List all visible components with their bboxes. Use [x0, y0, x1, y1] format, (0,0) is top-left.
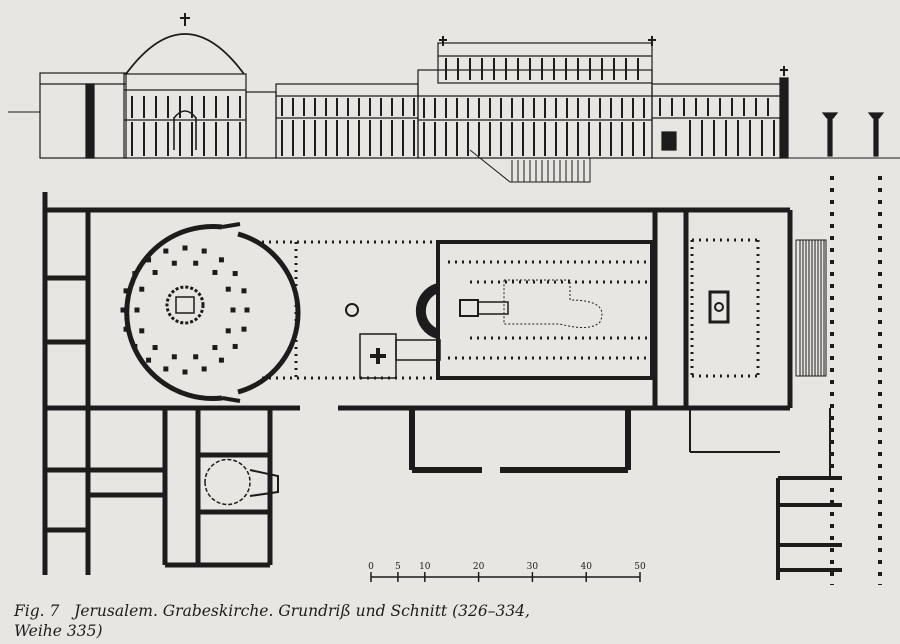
plan-east-atrium: [690, 238, 760, 378]
scale-tick-label: 40: [580, 562, 592, 572]
plan-rotunda: [120, 222, 301, 403]
scale-tick-label: 50: [634, 562, 646, 572]
scale-tick-label: 0: [368, 562, 374, 572]
scale-tick-label: 30: [527, 562, 539, 572]
section-courtyard: [245, 91, 277, 159]
section-west-annex: [39, 72, 127, 159]
section-elevation: [8, 13, 900, 183]
section-rotunda-dome: [125, 33, 245, 75]
plan-cardo-colonnade: [830, 176, 882, 585]
plan-crypt-outline: [503, 279, 603, 328]
plan-propylaea-steps: [795, 239, 827, 377]
plan-south-east-annex: [776, 476, 842, 580]
scale-tick-label: 20: [473, 562, 485, 572]
section-crypt-stairs: [469, 149, 591, 183]
scale-tick-label: 10: [419, 562, 431, 572]
plan-golgotha: [345, 303, 359, 317]
figure-number: Fig. 7: [14, 602, 60, 620]
section-aedicule: [173, 110, 197, 150]
plan-tomb-of-christ: [165, 285, 205, 325]
figure-caption: Fig. 7 Jerusalem. Grabeskirche. Grundriß…: [14, 601, 574, 641]
plan-basilica: [415, 240, 654, 380]
section-basilica-clerestory: [437, 42, 653, 84]
scale-tick-label: 5: [395, 562, 401, 572]
scale-bar: 0 5 10 20 30 40 50: [368, 562, 646, 582]
plan-holy-garden: [262, 240, 438, 380]
section-propylaea-columns: [821, 112, 885, 157]
ground-line: [8, 111, 900, 159]
caption-text: Jerusalem. Grabeskirche. Grundriß und Sc…: [74, 602, 530, 620]
ground-plan: [42, 176, 882, 585]
plan-chapel-dome: [204, 458, 251, 506]
caption-text-line2: Weihe 335): [14, 622, 103, 640]
